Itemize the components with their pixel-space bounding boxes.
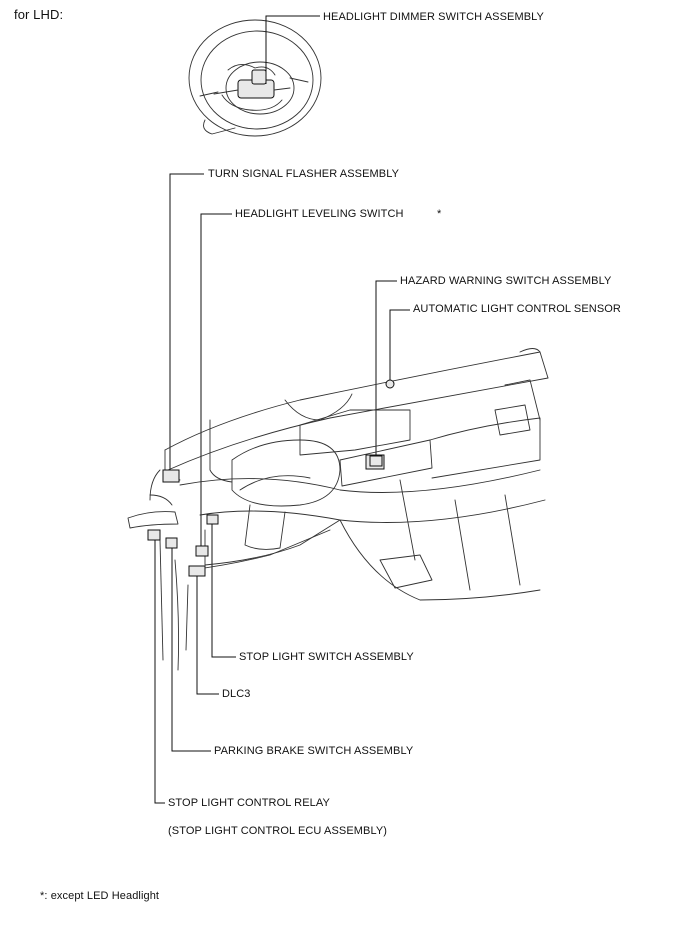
leader-auto-light [389,309,410,380]
auto-light-sensor-part [385,379,395,389]
hazard-switch-part [369,455,383,467]
dlc3-part [188,565,206,577]
leader-dlc3 [196,574,219,695]
label-dlc3: DLC3 [222,688,251,700]
leader-parking-brake [171,545,211,752]
leader-hazard [375,280,397,458]
label-leveling-asterisk: * [437,208,442,220]
footnote: *: except LED Headlight [40,890,160,902]
page-header: for LHD: [14,7,64,22]
label-headlight-leveling: HEADLIGHT LEVELING SWITCH [235,208,404,220]
label-stop-light-relay: STOP LIGHT CONTROL RELAY [168,797,330,809]
steering-wheel-illustration [188,19,322,137]
label-stop-light-switch: STOP LIGHT SWITCH ASSEMBLY [239,651,414,663]
parking-brake-switch-part [165,537,178,549]
label-stop-light-ecu: (STOP LIGHT CONTROL ECU ASSEMBLY) [168,825,388,837]
leader-stop-light-switch [211,522,236,658]
instrument-panel-illustration [127,348,549,671]
turn-signal-flasher-part [162,469,180,483]
leader-headlight-dimmer [265,15,320,84]
leader-headlight-leveling [200,213,232,548]
label-hazard: HAZARD WARNING SWITCH ASSEMBLY [400,275,612,287]
label-parking-brake: PARKING BRAKE SWITCH ASSEMBLY [214,745,414,757]
leader-stop-light-relay [154,535,165,804]
label-turn-signal: TURN SIGNAL FLASHER ASSEMBLY [208,168,400,180]
headlight-dimmer-switch-part [213,69,291,99]
stop-light-relay-part [147,529,161,541]
headlight-leveling-switch-part [195,545,209,557]
label-auto-light: AUTOMATIC LIGHT CONTROL SENSOR [413,303,621,315]
leader-turn-signal [169,173,204,470]
label-headlight-dimmer: HEADLIGHT DIMMER SWITCH ASSEMBLY [323,11,544,23]
stop-light-switch-part [206,514,219,525]
